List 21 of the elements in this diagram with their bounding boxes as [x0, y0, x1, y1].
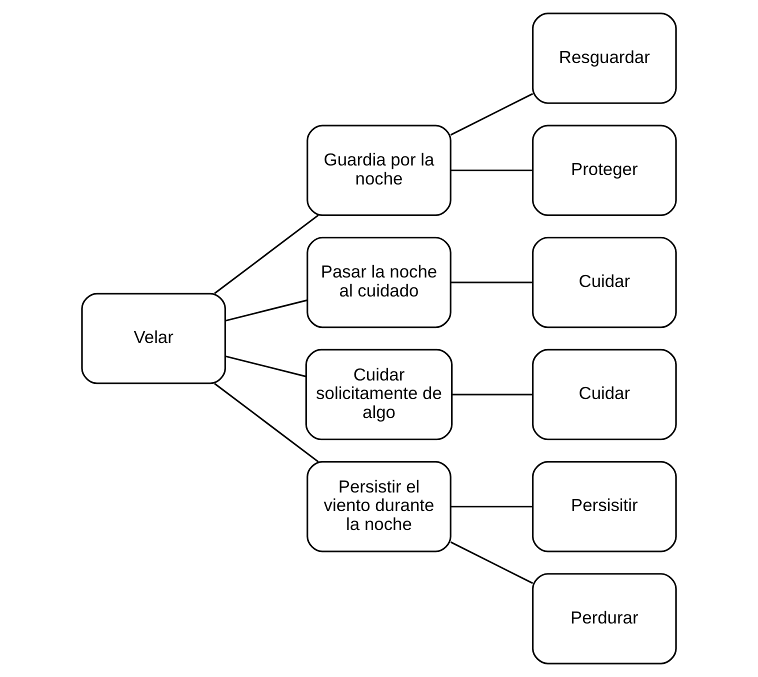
connector — [450, 541, 534, 584]
node-box: Persisitir — [532, 460, 677, 552]
connector — [450, 506, 533, 508]
node-box: Proteger — [532, 124, 677, 216]
node-box: Perdurar — [532, 573, 677, 664]
node-box: Cuidar — [532, 236, 677, 328]
connector — [214, 382, 319, 462]
connector — [452, 394, 533, 396]
connector — [450, 282, 533, 284]
node-box: Persistir el viento durante la noche — [306, 460, 452, 552]
node-box: Pasar la noche al cuidado — [306, 236, 452, 328]
node-box: Cuidar solicitamente de algo — [305, 348, 453, 440]
node-box: Velar — [81, 292, 226, 384]
connector — [214, 214, 319, 294]
node-box: Guardia por la noche — [306, 124, 452, 216]
connector — [450, 170, 533, 172]
connector — [225, 355, 306, 378]
connector — [225, 299, 308, 322]
node-box: Cuidar — [532, 348, 677, 440]
node-box: Resguardar — [532, 12, 677, 104]
connector — [450, 93, 534, 136]
